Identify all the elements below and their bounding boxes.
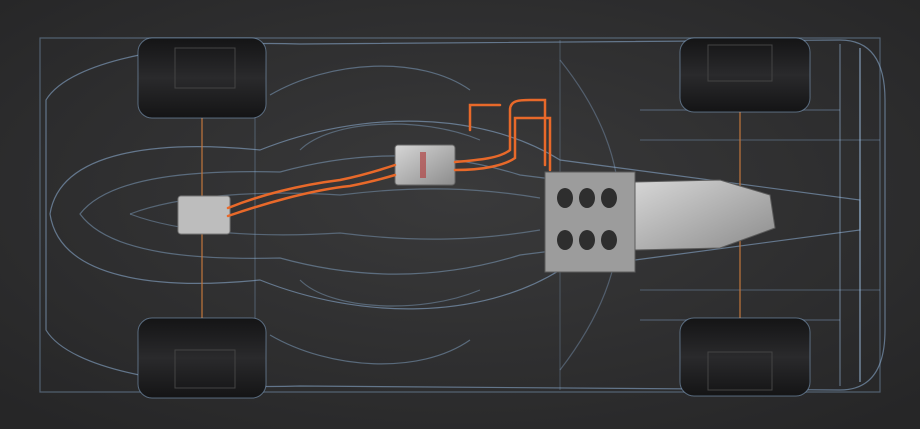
engine-block — [544, 171, 636, 273]
gearbox-casing — [634, 179, 776, 251]
rear-right-wheel — [679, 317, 811, 397]
hv-cabling — [226, 98, 552, 218]
rear-left-wheel — [679, 37, 811, 113]
electric-motor — [177, 195, 231, 235]
front-left-wheel — [137, 37, 267, 119]
energy-store — [394, 144, 456, 186]
front-right-wheel — [137, 317, 267, 399]
